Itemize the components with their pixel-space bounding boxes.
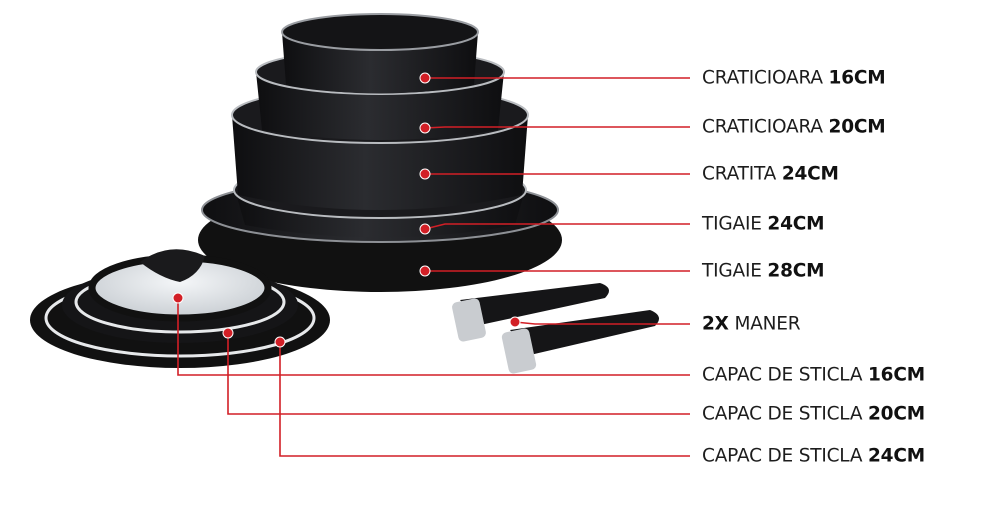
saucepan-16cm	[281, 13, 479, 94]
callout-dot	[419, 223, 431, 235]
callout-line	[424, 223, 690, 230]
component-size: 24CM	[781, 163, 839, 185]
component-label: 2X MANER	[702, 313, 801, 335]
component-name: CAPAC DE STICLA	[702, 403, 863, 425]
component-label: CAPAC DE STICLA 16CM	[702, 365, 925, 386]
component-size: 2X	[702, 313, 729, 335]
glass-lid-16cm	[88, 249, 272, 322]
callout-dot	[419, 265, 431, 277]
callout-line	[514, 321, 690, 325]
callout-line	[227, 333, 690, 415]
callout-dot	[222, 327, 234, 339]
callout-dot	[419, 168, 431, 180]
component-name: CAPAC DE STICLA	[702, 445, 863, 467]
callout-dot	[274, 336, 286, 348]
component-name: CRATITA	[702, 163, 777, 185]
component-name: MANER	[734, 313, 801, 335]
component-size: 24CM	[767, 213, 825, 235]
component-size: 28CM	[767, 260, 825, 282]
component-label: CRATITA 24CM	[702, 164, 839, 185]
component-size: 20CM	[828, 116, 886, 138]
component-name: CRATICIOARA	[702, 67, 823, 89]
callout-line	[424, 126, 690, 129]
component-size: 24CM	[867, 445, 925, 467]
component-label: CAPAC DE STICLA 20CM	[702, 404, 925, 425]
component-size: 16CM	[828, 67, 886, 89]
component-name: CRATICIOARA	[702, 116, 823, 138]
callout-dot	[509, 316, 521, 328]
component-size: 16CM	[867, 364, 925, 386]
component-size: 20CM	[867, 403, 925, 425]
component-name: TIGAIE	[702, 260, 762, 282]
component-name: TIGAIE	[702, 213, 762, 235]
component-label: CRATICIOARA 20CM	[702, 116, 886, 138]
component-label: CRATICIOARA 16CM	[702, 67, 886, 89]
callout-dot	[172, 292, 184, 304]
callout-line	[279, 342, 690, 457]
callout-dot	[419, 72, 431, 84]
detachable-handles	[452, 283, 659, 374]
callout-dot	[419, 122, 431, 134]
component-label: TIGAIE 24CM	[702, 213, 825, 235]
component-label: TIGAIE 28CM	[702, 260, 825, 282]
component-name: CAPAC DE STICLA	[702, 364, 863, 386]
callout-line	[177, 298, 690, 376]
component-label: CAPAC DE STICLA 24CM	[702, 446, 925, 467]
